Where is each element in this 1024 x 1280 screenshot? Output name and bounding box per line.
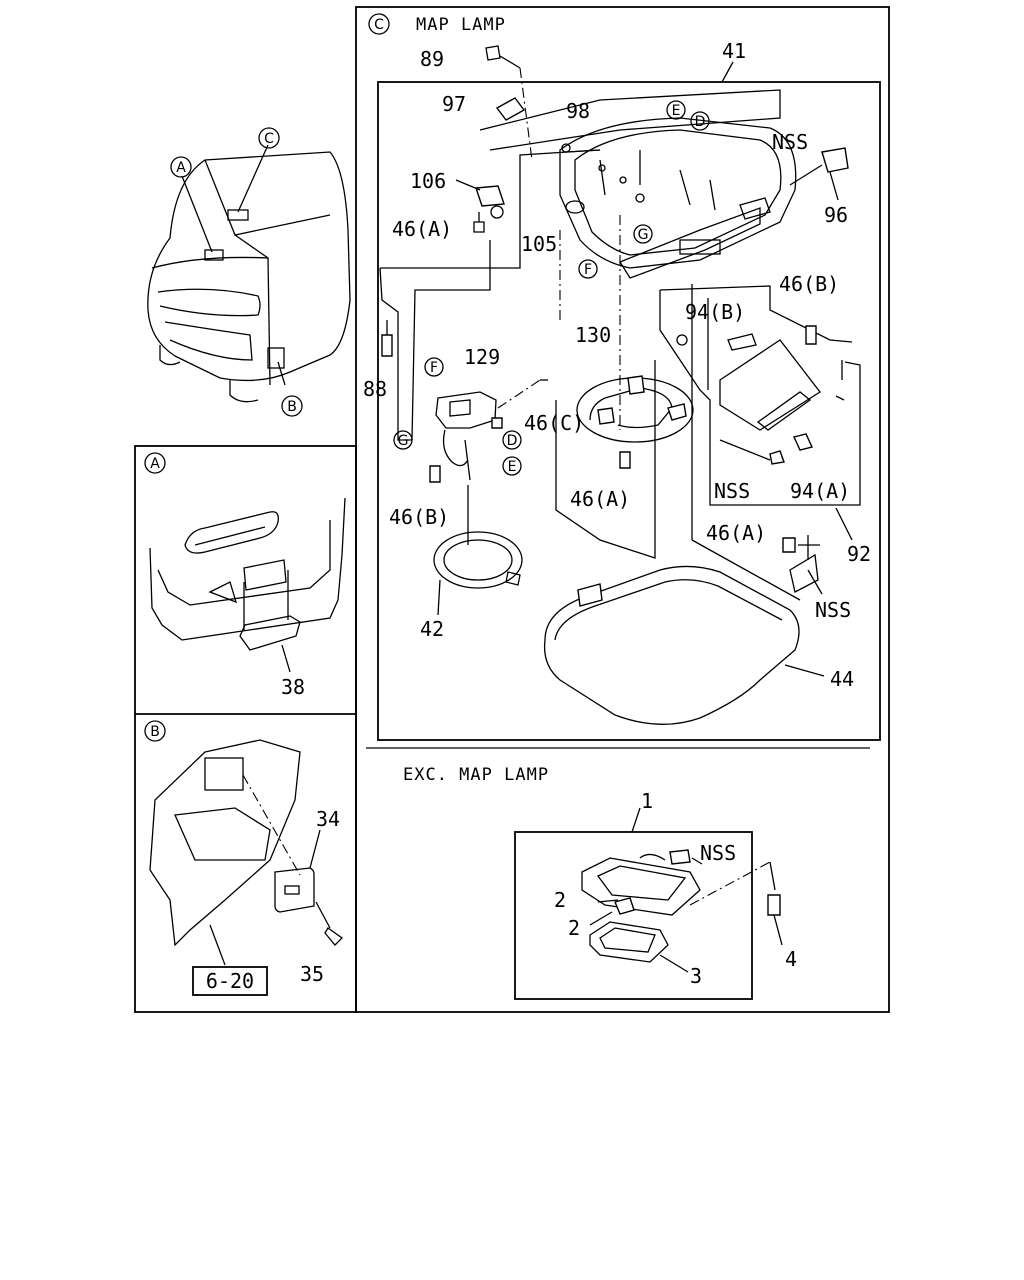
- svg-text:F: F: [584, 262, 592, 278]
- part-label-nss: NSS: [815, 598, 851, 622]
- svg-text:F: F: [430, 360, 438, 376]
- panel-b-illustration: [149, 739, 344, 996]
- svg-text:B: B: [150, 724, 160, 740]
- part-label-129: 129: [464, 345, 500, 369]
- part-label-41: 41: [722, 39, 746, 63]
- diagram-frames: [134, 6, 890, 1013]
- part-label-2: 2: [554, 888, 566, 912]
- part-label-38: 38: [281, 675, 305, 699]
- part-label-88: 88: [363, 377, 387, 401]
- part-label-nss: NSS: [714, 479, 750, 503]
- svg-text:D: D: [507, 433, 518, 449]
- svg-text:B: B: [287, 399, 297, 415]
- map-lamp-title: MAP LAMP: [416, 15, 506, 35]
- part-label-34: 34: [316, 807, 340, 831]
- panel-a-illustration: [149, 497, 346, 673]
- svg-text:E: E: [672, 103, 681, 119]
- exc-map-lamp-illustration: [581, 807, 783, 973]
- panel-c-illustration: [379, 45, 861, 725]
- part-label-106: 106: [410, 169, 446, 193]
- part-label-46b: 46(B): [779, 272, 839, 296]
- part-label-4: 4: [785, 947, 797, 971]
- callout-f-left: F: [424, 357, 444, 377]
- svg-text:A: A: [150, 456, 160, 472]
- svg-text:D: D: [695, 114, 706, 130]
- part-label-3: 3: [690, 964, 702, 988]
- part-label-94b: 94(B): [685, 300, 745, 324]
- part-label-1: 1: [641, 789, 653, 813]
- svg-text:E: E: [508, 459, 517, 475]
- part-label-94a: 94(A): [790, 479, 850, 503]
- part-label-nss: NSS: [700, 841, 736, 865]
- part-label-97: 97: [442, 92, 466, 116]
- callout-circles: C A C B A B E D: [144, 13, 710, 742]
- part-label-46a: 46(A): [392, 217, 452, 241]
- svg-text:C: C: [374, 17, 384, 33]
- part-label-42: 42: [420, 617, 444, 641]
- part-label-nss: NSS: [772, 130, 808, 154]
- part-label-98: 98: [566, 99, 590, 123]
- part-label-2: 2: [568, 916, 580, 940]
- part-label-44: 44: [830, 667, 854, 691]
- callout-a-panel: A: [144, 452, 166, 474]
- callout-b-truck: B: [281, 395, 303, 417]
- part-label-46a: 46(A): [570, 487, 630, 511]
- callout-d-top: D: [690, 111, 710, 131]
- part-label-46b: 46(B): [389, 505, 449, 529]
- part-label-130: 130: [575, 323, 611, 347]
- svg-text:A: A: [176, 160, 186, 176]
- exc-map-lamp-title: EXC. MAP LAMP: [403, 765, 549, 785]
- callout-e-left: E: [502, 456, 522, 476]
- callout-b-panel: B: [144, 720, 166, 742]
- svg-text:G: G: [398, 433, 409, 449]
- callout-g-top: G: [633, 224, 653, 244]
- part-label-96: 96: [824, 203, 848, 227]
- svg-text:G: G: [638, 227, 649, 243]
- part-labels: 89 41 97 98 NSS 106 96 46(A) 105 46(B) 9…: [206, 39, 871, 993]
- page-reference: 6-20: [206, 969, 254, 993]
- svg-text:C: C: [264, 131, 274, 147]
- callout-f-top: F: [578, 259, 598, 279]
- part-label-89: 89: [420, 47, 444, 71]
- callout-e-top: E: [666, 100, 686, 120]
- callout-d-left: D: [502, 430, 522, 450]
- part-label-35: 35: [300, 962, 324, 986]
- truck-cab-illustration: [147, 144, 351, 403]
- part-label-105: 105: [521, 232, 557, 256]
- part-label-46c: 46(C): [524, 411, 584, 435]
- callout-a-truck: A: [170, 156, 192, 178]
- callout-c-title: C: [368, 13, 390, 35]
- callout-c-truck: C: [258, 127, 280, 149]
- part-label-46a: 46(A): [706, 521, 766, 545]
- part-label-92: 92: [847, 542, 871, 566]
- callout-g-left: G: [393, 430, 413, 450]
